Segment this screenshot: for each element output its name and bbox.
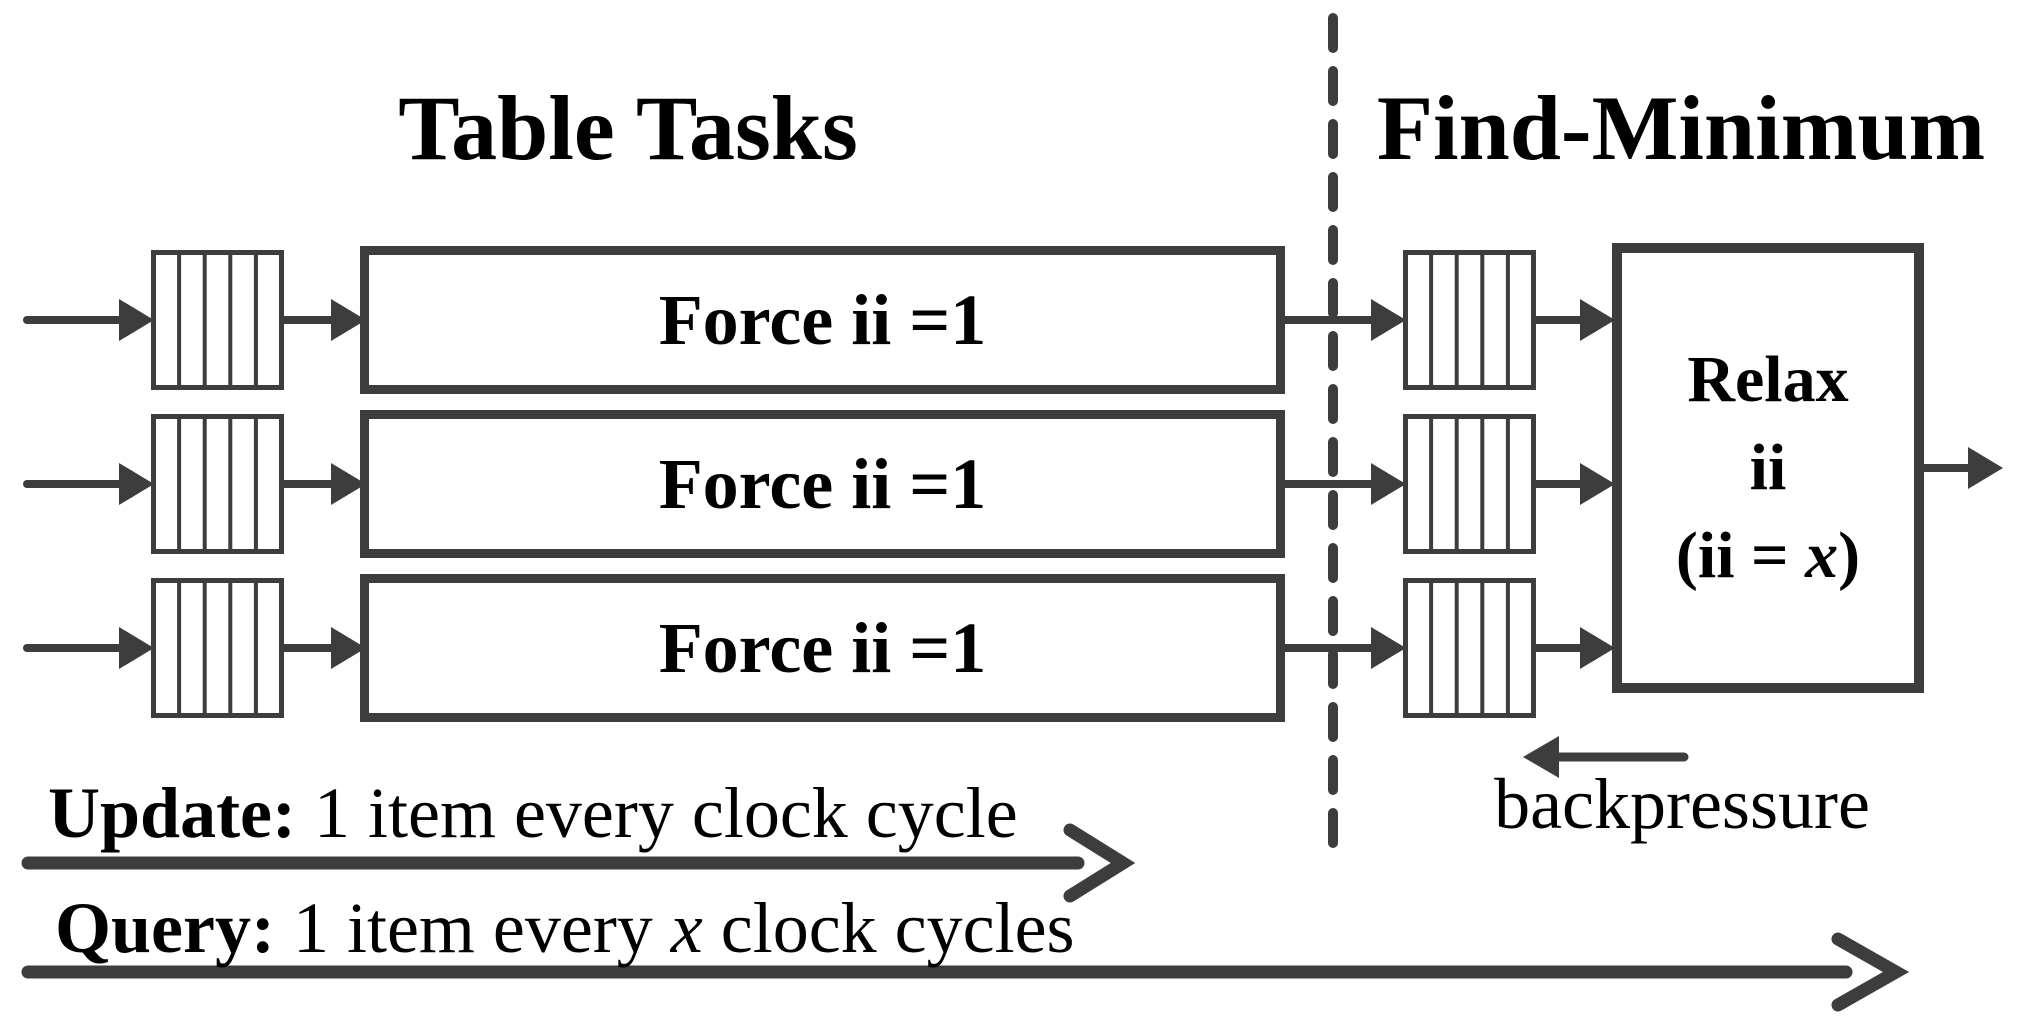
row3-left-fifo-queue-icon [154, 581, 282, 716]
relax-line3-open: (ii = [1675, 519, 1806, 592]
query-description-1: 1 item every [274, 888, 671, 968]
row1-fifo-to-relax-arrowhead-icon [1580, 299, 1615, 341]
table-tasks-title: Table Tasks [398, 77, 858, 179]
row1-force-to-fifo-arrowhead-icon [1371, 299, 1406, 341]
row2-fifo-to-force-arrowhead-icon [331, 463, 366, 505]
pipeline-row-2 [23, 410, 1615, 558]
row3-force-to-fifo-arrowhead-icon [1371, 627, 1406, 669]
query-x-variable: x [670, 888, 703, 968]
backpressure-arrowhead-icon [1523, 736, 1559, 778]
relax-line3-x: x [1805, 519, 1839, 592]
row3-fifo-to-relax-arrowhead-icon [1580, 627, 1615, 669]
row2-fifo-to-relax-arrowhead-icon [1580, 463, 1615, 505]
find-minimum-title: Find-Minimum [1376, 77, 1986, 179]
row1-input-arrowhead-icon [119, 299, 154, 341]
force-box-label-2: Force ii =1 [658, 443, 987, 524]
force-box-label-1: Force ii =1 [658, 279, 987, 360]
row2-input-arrowhead-icon [119, 463, 154, 505]
query-keyword: Query: [55, 888, 275, 968]
pipeline-row-3 [23, 574, 1615, 722]
query-throughput-arrowhead-icon [1831, 932, 1910, 1012]
relax-box [1612, 243, 1924, 693]
relax-label-line1: Relax [1687, 343, 1849, 416]
relax-box-label: Relax ii (ii = x) [1612, 336, 1924, 600]
row2-force-box [360, 410, 1285, 558]
relax-output-arrowhead-icon [1968, 447, 2003, 489]
row3-input-arrowhead-icon [119, 627, 154, 669]
row1-force-box [360, 246, 1285, 394]
force-box-label-3: Force ii =1 [658, 607, 987, 688]
row3-force-box [360, 574, 1285, 722]
update-throughput-arrowhead-icon [1063, 823, 1136, 903]
update-legend-line: Update: 1 item every clock cycle [48, 777, 1018, 849]
row1-fifo-to-force-arrowhead-icon [331, 299, 366, 341]
row3-right-fifo-queue-icon [1406, 581, 1534, 716]
relax-label-line2: ii [1749, 431, 1787, 504]
relax-line3-close: ) [1838, 519, 1861, 592]
row2-force-to-fifo-arrowhead-icon [1371, 463, 1406, 505]
pipeline-row-1 [23, 246, 1615, 394]
row1-right-fifo-queue-icon [1406, 253, 1534, 388]
query-legend-line: Query: 1 item every x clock cycles [55, 892, 1075, 964]
update-keyword: Update: [48, 773, 296, 853]
row2-right-fifo-queue-icon [1406, 417, 1534, 552]
backpressure-label: backpressure [1494, 764, 1870, 844]
relax-label-line3: (ii = x) [1612, 512, 1924, 600]
update-description: 1 item every clock cycle [296, 773, 1018, 853]
row2-left-fifo-queue-icon [154, 417, 282, 552]
row3-fifo-to-force-arrowhead-icon [331, 627, 366, 669]
row1-left-fifo-queue-icon [154, 253, 282, 388]
query-description-2: clock cycles [702, 888, 1075, 968]
